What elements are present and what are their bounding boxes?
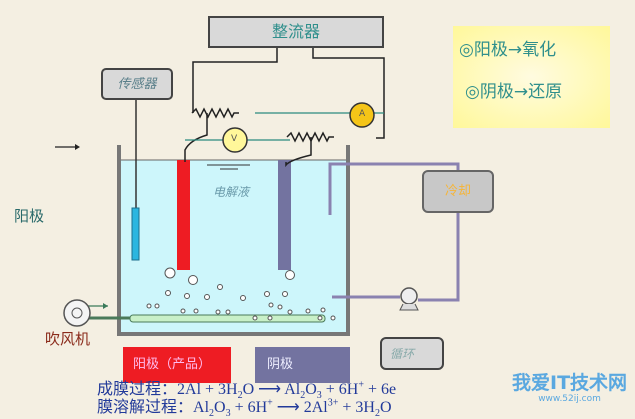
note-panel: ◎阳极→氧化 ◎阴极→还原 <box>453 26 610 128</box>
equation-formula: 2Al + 3H2O ⟶ Al2O3 + 6H+ + 6e <box>177 379 397 402</box>
anode-legend-label: 阳极（产品） <box>133 357 212 372</box>
anode-side-label: 阳极 <box>14 207 45 225</box>
ammeter-label: A <box>359 109 366 119</box>
rectifier-box: 整流器 <box>208 16 384 48</box>
equation-film-dissolution: 膜溶解过程：Al2O3 + 6H+ ⟶ 2Al3+ + 3H2O <box>97 397 392 419</box>
equation-formula: Al2O3 + 6H+ ⟶ 2Al3+ + 3H2O <box>193 397 392 419</box>
watermark-url: www.52ij.com <box>538 394 601 404</box>
note-reduction: ◎阴极→还原 <box>465 82 563 102</box>
blower-icon <box>63 299 91 327</box>
cooling-label: 冷却 <box>444 184 471 199</box>
circulation-label: 循环 <box>390 346 415 361</box>
cathode-legend: 阴极 <box>255 347 350 383</box>
electrolyte-label: 电解液 <box>213 185 250 199</box>
watermark-text: 我爱IT技术网 <box>512 372 628 394</box>
sensor-box: 传感器 <box>101 68 173 100</box>
voltmeter-icon <box>222 127 248 153</box>
equation-label: 膜溶解过程： <box>97 399 194 416</box>
ammeter-icon <box>349 102 375 128</box>
rectifier-label: 整流器 <box>271 22 320 41</box>
circulation-box: 循环 <box>380 337 444 370</box>
blower-label: 吹风机 <box>45 330 91 348</box>
cooling-box: 冷却 <box>422 170 494 213</box>
cathode-legend-label: 阴极 <box>267 357 294 372</box>
equation-film-formation: 成膜过程：2Al + 3H2O ⟶ Al2O3 + 6H+ + 6e <box>97 379 397 402</box>
sensor-label: 传感器 <box>117 76 157 92</box>
note-oxidation: ◎阳极→氧化 <box>459 40 557 60</box>
voltmeter-label: V <box>231 134 238 144</box>
watermark-logo: 我爱IT技术网 www.52ij.com <box>512 372 627 405</box>
equation-label: 成膜过程： <box>97 381 178 398</box>
anode-legend: 阳极（产品） <box>123 347 231 383</box>
